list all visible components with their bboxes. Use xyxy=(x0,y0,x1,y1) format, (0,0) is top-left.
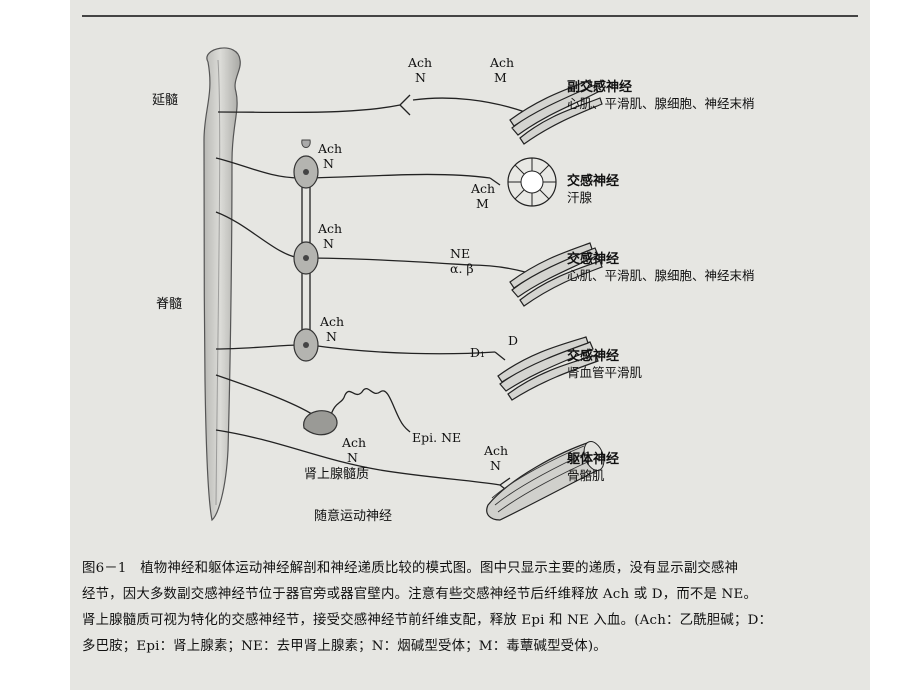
somatic-receptor: N xyxy=(490,458,501,473)
scanned-page xyxy=(70,0,870,690)
symp3-pre-ach: Ach xyxy=(320,314,345,329)
organ-title: 交感神经 xyxy=(567,349,620,364)
symp1-post-receptor: M xyxy=(476,196,489,211)
para-post-ach: Ach xyxy=(490,55,515,70)
organ-title: 副交感神经 xyxy=(567,80,633,95)
symp3-receptor-d1: D₁ xyxy=(470,345,486,360)
adrenal-gland xyxy=(303,410,338,436)
smooth-muscle-icon xyxy=(509,242,603,307)
caption-line: 经节，因大多数副交感神经节位于器官旁或器官壁内。注意有些交感神经节后纤维释放 A… xyxy=(82,587,758,602)
symp3-pre-receptor: N xyxy=(326,329,337,344)
medulla-label: 延髓 xyxy=(152,93,179,108)
organ-desc: 汗腺 xyxy=(567,190,593,205)
symp2-pre-receptor: N xyxy=(323,236,334,251)
sympathetic-ganglia xyxy=(293,139,319,362)
adrenal-release-label: Epi. NE xyxy=(412,430,462,445)
smooth-muscle-icon xyxy=(509,79,603,145)
adrenal-pre-receptor: N xyxy=(347,450,358,465)
sweat-gland-icon xyxy=(507,157,557,207)
symp2-pre-ach: Ach xyxy=(318,221,343,236)
figure-caption: 图6－1 植物神经和躯体运动神经解剖和神经递质比较的模式图。图中只显示主要的递质… xyxy=(82,556,872,660)
nerve-fibers xyxy=(215,94,526,494)
organ-title: 躯体神经 xyxy=(567,452,620,467)
organ-desc: 肾血管平滑肌 xyxy=(567,365,643,380)
para-pre-receptor: N xyxy=(415,70,426,85)
adrenal-pre-ach: Ach xyxy=(342,435,367,450)
spinal-cord xyxy=(203,47,241,522)
caption-line: 多巴胺；Epi：肾上腺素；NE：去甲肾上腺素；N：烟碱型受体；M：毒蕈碱型受体)… xyxy=(82,639,607,654)
para-post-receptor: M xyxy=(494,70,507,85)
symp1-pre-ach: Ach xyxy=(318,141,343,156)
top-rule xyxy=(82,15,858,17)
symp1-post-ach: Ach xyxy=(471,181,496,196)
symp3-post-d: D xyxy=(508,333,519,348)
vascular-smooth-muscle-icon xyxy=(497,336,599,401)
organ-title: 交感神经 xyxy=(567,174,620,189)
organ-desc: 骨骼肌 xyxy=(567,468,605,483)
organ-desc: 心肌、平滑肌、腺细胞、神经末梢 xyxy=(567,96,755,111)
spinal-cord-label: 脊髓 xyxy=(156,297,183,312)
skeletal-muscle-icon xyxy=(486,441,605,521)
somatic-ach: Ach xyxy=(484,443,509,458)
caption-line: 图6－1 植物神经和躯体运动神经解剖和神经递质比较的模式图。图中只显示主要的递质… xyxy=(82,561,739,576)
somatic-motor-nerve-label: 随意运动神经 xyxy=(314,509,393,524)
organ-title: 交感神经 xyxy=(567,252,620,267)
organ-desc: 心肌、平滑肌、腺细胞、神经末梢 xyxy=(567,268,755,283)
symp1-pre-receptor: N xyxy=(323,156,334,171)
symp2-post-receptor: α. β xyxy=(450,261,474,276)
para-pre-ach: Ach xyxy=(408,55,433,70)
caption-line: 肾上腺髓质可视为特化的交感神经节，接受交感神经节前纤维支配，释放 Epi 和 N… xyxy=(82,613,773,628)
adrenal-medulla-label: 肾上腺髓质 xyxy=(304,467,370,482)
symp2-post-ne: NE xyxy=(450,246,471,261)
